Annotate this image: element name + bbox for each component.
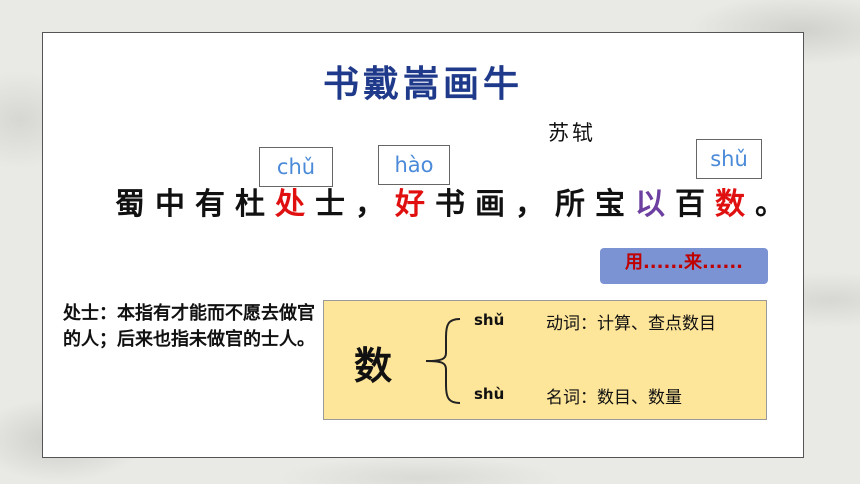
pinyin-chu-box: chǔ bbox=[259, 147, 333, 187]
sentence-part-3: 书画，所宝 bbox=[435, 187, 635, 222]
pinyin-hao-box: hào bbox=[378, 145, 450, 185]
reading-1-pinyin: shǔ bbox=[474, 311, 505, 329]
author-name: 苏轼 bbox=[548, 121, 596, 145]
sentence-part-5: 。 bbox=[755, 187, 795, 222]
highlight-yi: 以 bbox=[635, 187, 675, 222]
shu-definition-box: 数 shǔ 动词：计算、查点数目 shù 名词：数目、数量 bbox=[323, 300, 767, 420]
sentence-part-4: 百 bbox=[675, 187, 715, 222]
sentence-part-1: 蜀中有杜 bbox=[115, 187, 275, 222]
chushi-note: 处士：本指有才能而不愿去做官的人；后来也指未做官的士人。 bbox=[63, 303, 315, 350]
yong-hint-box: 用......来...... bbox=[600, 248, 768, 284]
brace-icon bbox=[425, 318, 461, 404]
sentence-part-2: 士， bbox=[315, 187, 395, 222]
highlight-hao: 好 bbox=[395, 187, 435, 222]
reading-2-pinyin: shù bbox=[474, 385, 505, 403]
classical-sentence: 蜀中有杜处士，好书画，所宝以百数。 bbox=[115, 179, 795, 223]
pinyin-shu-box: shǔ bbox=[696, 139, 762, 179]
shu-character: 数 bbox=[354, 343, 393, 388]
page-title: 书戴嵩画牛 bbox=[322, 63, 523, 105]
highlight-chu: 处 bbox=[275, 187, 315, 222]
reading-2-definition: 名词：数目、数量 bbox=[546, 388, 682, 408]
reading-1-definition: 动词：计算、查点数目 bbox=[546, 314, 716, 334]
highlight-shu: 数 bbox=[715, 187, 755, 222]
slide-card: 书戴嵩画牛 苏轼 chǔ hào shǔ 蜀中有杜处士，好书画，所宝以百数。 用… bbox=[42, 32, 804, 458]
